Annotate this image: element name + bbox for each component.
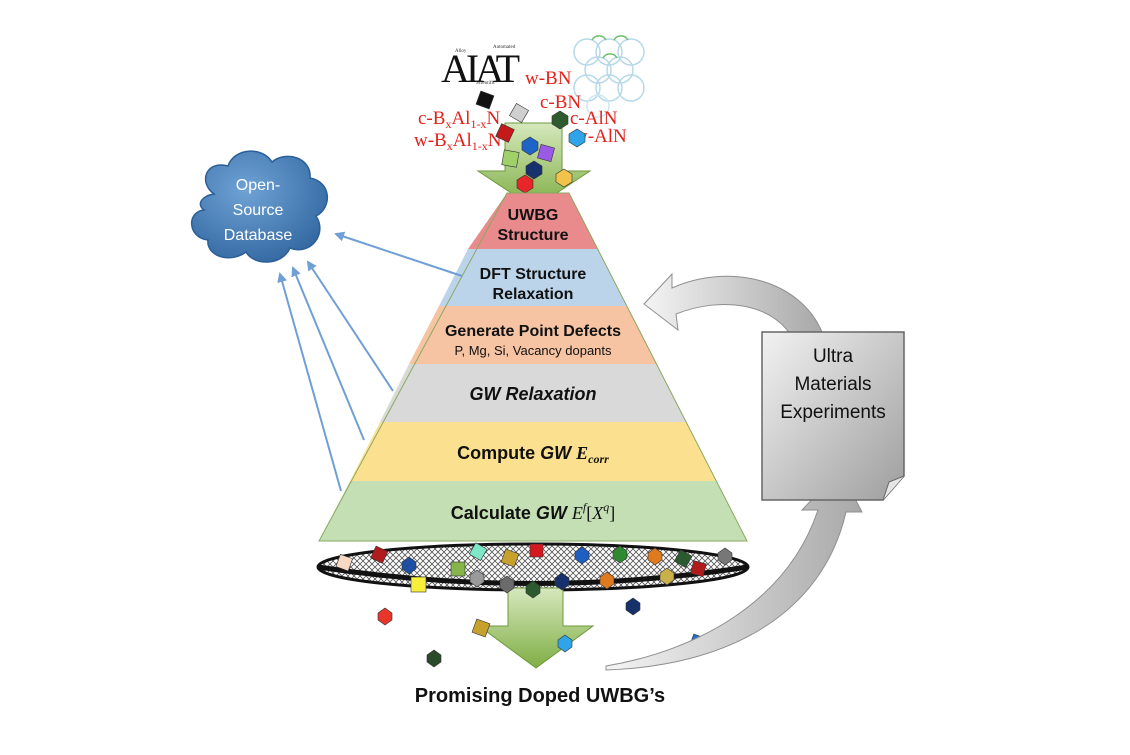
svg-text:AIAT: AIAT: [441, 46, 520, 91]
output-arrow: [477, 587, 595, 669]
database-arrows: [277, 231, 463, 492]
open-source-database-cloud: Open- Source Database: [190, 150, 329, 263]
dft-title: DFT Structure: [480, 266, 587, 283]
pyramid-outline: [318, 192, 748, 542]
ultra-materials-experiments-box: Ultra Materials Experiments: [761, 331, 905, 501]
cloud-line-2: Source: [233, 202, 284, 219]
feedback-arrow-upper: [643, 272, 823, 335]
output-label: Promising Doped UWBG’s: [415, 685, 665, 707]
experiments-line-2: Materials: [794, 374, 871, 395]
crystal-pieces-top: [475, 90, 586, 194]
hexagonal-lattice-accent: [591, 35, 629, 59]
layer-point-defects: [409, 306, 657, 364]
label-c-bn: c-BN: [540, 92, 581, 113]
layer-compute-gw: [350, 422, 716, 481]
layer-uwbg-structure: [468, 193, 598, 249]
label-w-bn: w-BN: [525, 68, 572, 89]
dft-subtitle: Relaxation: [493, 286, 574, 303]
label-c-aln: c-AlN: [570, 108, 618, 129]
compute-gw-label: Compute GW Ecorr: [457, 443, 609, 466]
layer-dft-relaxation: [439, 249, 627, 306]
calculate-gw-label: Calculate GW Ef[Xq]: [451, 500, 615, 523]
defects-subtitle: P, Mg, Si, Vacancy dopants: [454, 343, 612, 358]
experiments-line-1: Ultra: [813, 346, 854, 367]
svg-text:Alloy: Alloy: [455, 49, 467, 54]
svg-text:Automated: Automated: [493, 45, 516, 50]
layer-gw-relaxation: [380, 364, 686, 422]
uwbg-subtitle: Structure: [497, 227, 568, 244]
cloud-line-1: Open-: [236, 177, 280, 194]
layer-calculate-gw: [319, 481, 747, 541]
gw-relaxation-label: GW Relaxation: [469, 384, 596, 404]
crystal-pieces-sieve: [335, 542, 733, 668]
svg-text:Scientific: Scientific: [476, 81, 496, 86]
label-w-aln: w-AlN: [574, 126, 627, 147]
label-c-bxal1-xn: c-BxAl1-xN: [418, 108, 500, 131]
aflow-logo: AIAT Alloy Automated Scientific: [441, 45, 524, 91]
cloud-line-3: Database: [224, 227, 293, 244]
hexagonal-lattice-graphic: [573, 38, 645, 118]
uwbg-title: UWBG: [508, 207, 559, 224]
defects-title: Generate Point Defects: [445, 323, 621, 340]
experiments-line-3: Experiments: [780, 402, 886, 423]
label-w-bxal1-xn: w-BxAl1-xN: [414, 130, 502, 153]
